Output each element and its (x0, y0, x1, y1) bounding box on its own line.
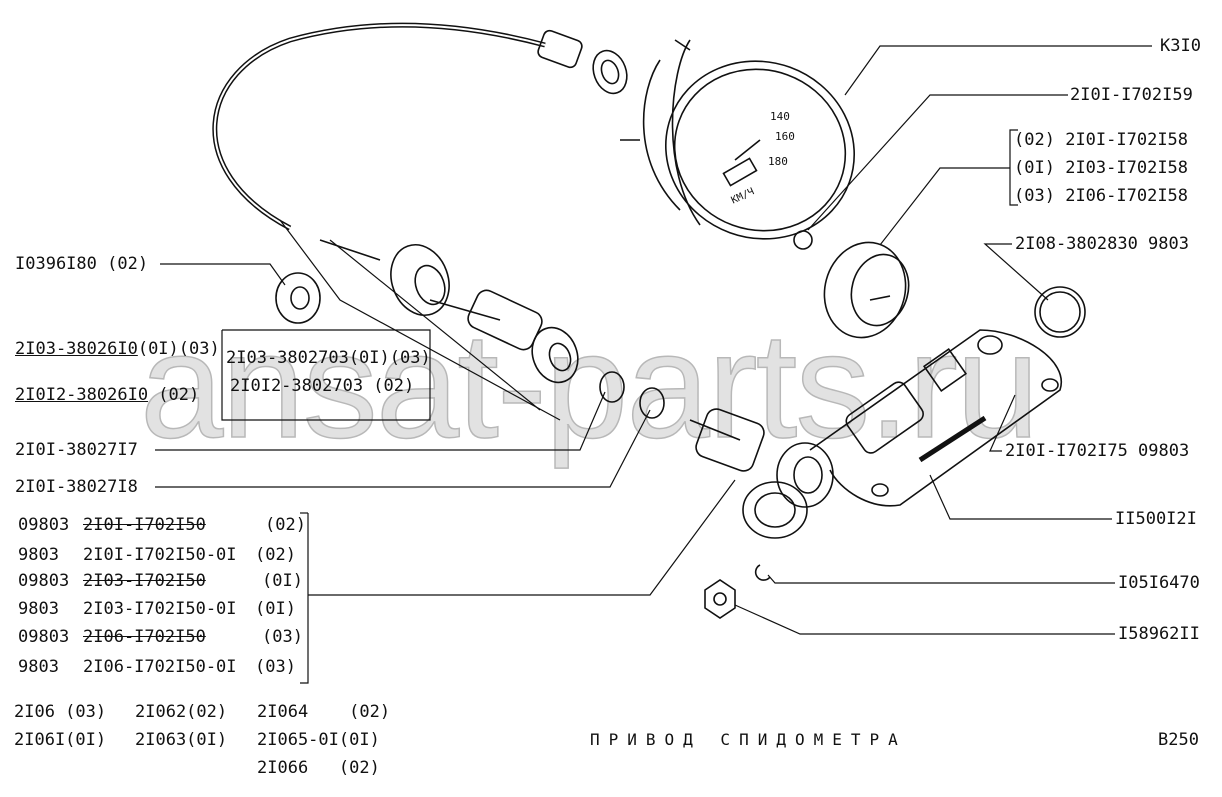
drive-part-obsolete: 2I0I-I702I50 (83, 515, 206, 535)
model: 2I06 (03) (14, 702, 107, 722)
washer-2 (639, 387, 665, 419)
model: 2I066 (02) (257, 758, 380, 778)
speedometer-gauge: 140 160 180 KM/Ч (620, 39, 856, 240)
model: 2I064 (02) (257, 702, 391, 722)
label-instrument: К3I0 (1160, 36, 1201, 56)
stud (918, 415, 987, 463)
drive-variant: (0I) (262, 571, 303, 591)
drive-variant: (03) (255, 657, 296, 677)
drive-variant: (02) (265, 515, 306, 535)
drive-code: 09803 (18, 571, 70, 591)
model: 2I065-0I(0I) (257, 730, 380, 750)
drive-part-obsolete: 2I06-I702I50 (83, 627, 206, 647)
model: 2I063(0I) (135, 730, 228, 750)
label-cable-a: 2I03-38026I0(0I)(03) (15, 339, 220, 359)
label-washer-2: 2I0I-38027I8 (15, 477, 138, 497)
drive-part: 2I06-I702I50-0I (83, 657, 237, 677)
drive-variant: (02) (255, 545, 296, 565)
page-code: B250 (1158, 730, 1199, 750)
bulb (793, 230, 813, 250)
label-stud: II500I2I (1115, 509, 1197, 529)
gauge-mark-180: 180 (768, 155, 788, 168)
label-clip: I05I6470 (1118, 573, 1200, 593)
label-bushing: I0396I80 (02) (15, 254, 149, 274)
label-holder-variant: (02) 2I0I-I702I58 (1014, 130, 1189, 150)
label-bulb: 2I0I-I702I59 (1070, 85, 1193, 105)
drive-code: 9803 (18, 657, 59, 677)
label-flange: 2I0I-I702I75 09803 (1005, 441, 1190, 461)
washer-1 (599, 371, 625, 403)
drive-part: 2I03-I702I50-0I (83, 599, 237, 619)
leader-lines (155, 45, 1152, 684)
gauge-mark-160: 160 (775, 130, 795, 143)
nut (704, 579, 736, 619)
drive-part: 2I0I-I702I50-0I (83, 545, 237, 565)
label-washer-1: 2I0I-38027I7 (15, 440, 138, 460)
o-ring (1034, 286, 1086, 338)
clip (754, 564, 771, 581)
label-cable-b: 2I0I2-38026I0 (02) (15, 385, 200, 405)
speedometer-cable (212, 22, 546, 231)
drive-variant: (03) (262, 627, 303, 647)
drive-code: 9803 (18, 599, 59, 619)
drive-code: 9803 (18, 545, 59, 565)
label-cable-inner-a: 2I03-3802703(0I)(03) (226, 348, 431, 368)
drive-part-obsolete: 2I03-I702I50 (83, 571, 206, 591)
label-holder-variant: (03) 2I06-I702I58 (1014, 186, 1189, 206)
label-nut: I58962II (1118, 624, 1200, 644)
cable-lower-end (319, 239, 579, 384)
drive-code: 09803 (18, 627, 70, 647)
label-cable-inner-b: 2I0I2-3802703 (02) (230, 376, 415, 396)
label-ring: 2I08-3802830 9803 (1015, 234, 1189, 254)
speedometer-drive (689, 329, 1063, 539)
bulb-holder (823, 241, 910, 339)
cable-upper-nut (537, 29, 628, 95)
label-holder-variant: (0I) 2I03-I702I58 (1014, 158, 1189, 178)
drive-code: 09803 (18, 515, 70, 535)
rubber-bushing (275, 272, 321, 324)
model: 2I062(02) (135, 702, 228, 722)
gauge-mark-140: 140 (770, 110, 790, 123)
model: 2I06I(0I) (14, 730, 107, 750)
drive-variant: (0I) (255, 599, 296, 619)
diagram-title: ПРИВОД СПИДОМЕТРА (590, 730, 907, 749)
